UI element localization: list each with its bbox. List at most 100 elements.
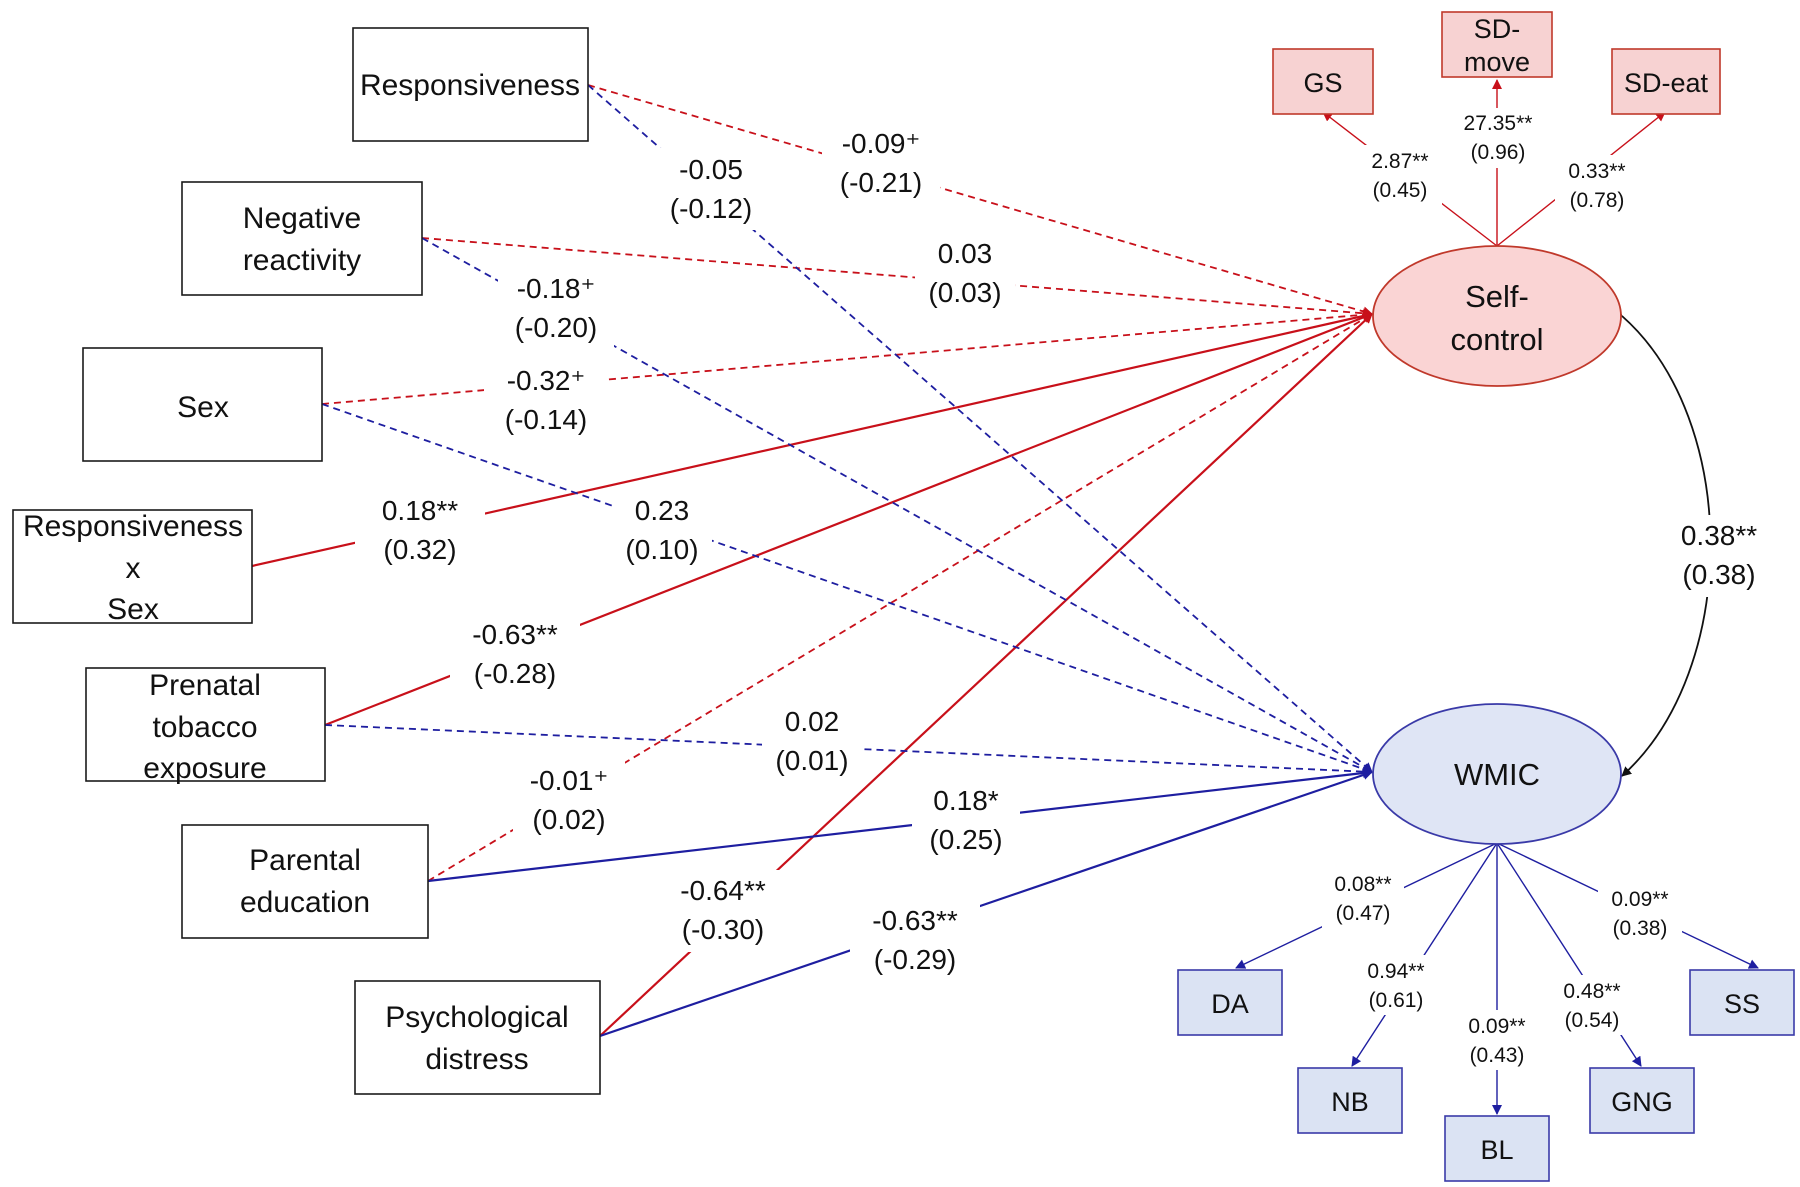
box-negative-reactivity: Negative reactivity — [181, 181, 423, 296]
label-tobacco-3: exposure — [143, 752, 266, 785]
loading-gng-std: (0.54) — [1565, 1009, 1620, 1032]
coef-negreact-to-selfcontrol: 0.03 (0.03) — [915, 233, 1015, 315]
label-wmic: WMIC — [1454, 757, 1540, 792]
coef-negreact-wmic-est: -0.18⁺ — [517, 273, 596, 304]
coef-tobacco-to-wmic: 0.02 (0.01) — [762, 701, 862, 783]
coef-distress-to-selfcontrol: -0.64** (-0.30) — [658, 870, 788, 952]
indicator-sd-move: SD- move — [1441, 11, 1553, 78]
coef-respxsex-sc-est: 0.18** — [382, 495, 458, 526]
coef-distress-sc-std: (-0.30) — [682, 914, 764, 945]
coef-sex-to-selfcontrol: -0.32⁺ (-0.14) — [484, 360, 608, 442]
coef-negreact-sc-est: 0.03 — [938, 238, 993, 269]
coef-tobacco-to-selfcontrol: -0.63** (-0.28) — [450, 614, 580, 696]
path-educ-to-wmic — [427, 768, 1373, 883]
loading-label-ss: 0.09** (0.38) — [1598, 883, 1682, 943]
coef-resp-wmic-std: (-0.12) — [670, 193, 752, 224]
coef-negreact-sc-std: (0.03) — [928, 277, 1001, 308]
loading-nb-est: 0.94** — [1367, 960, 1424, 983]
loading-ss-est: 0.09** — [1611, 888, 1668, 911]
loading-da-std: (0.47) — [1336, 902, 1391, 925]
box-responsiveness-x-sex: Responsiveness x Sex — [12, 509, 253, 626]
label-bl: BL — [1480, 1135, 1513, 1165]
coef-resp-to-selfcontrol: -0.09⁺ (-0.21) — [822, 123, 940, 205]
coef-tobacco-wmic-est: 0.02 — [785, 706, 840, 737]
coef-distress-wmic-est: -0.63** — [872, 905, 958, 936]
indicator-sd-eat: SD-eat — [1611, 48, 1721, 115]
box-prenatal-tobacco-exposure: Prenatal tobacco exposure — [85, 667, 326, 785]
path-distress-to-wmic — [599, 770, 1373, 1038]
coef-educ-sc-std: (0.02) — [532, 804, 605, 835]
loading-ss-std: (0.38) — [1613, 917, 1668, 940]
label-sd-move-2: move — [1464, 47, 1530, 77]
box-responsiveness: Responsiveness — [352, 27, 589, 142]
label-distress-2: distress — [425, 1043, 528, 1076]
coef-educ-to-selfcontrol: -0.01⁺ (0.02) — [513, 760, 625, 842]
loading-gs-est: 2.87** — [1371, 150, 1428, 173]
label-respxsex-3: Sex — [107, 593, 159, 626]
loading-label-nb: 0.94** (0.61) — [1355, 955, 1437, 1015]
indicator-nb: NB — [1297, 1067, 1403, 1134]
coef-tobacco-wmic-std: (0.01) — [775, 745, 848, 776]
loading-sdmove-est: 27.35** — [1464, 112, 1533, 135]
label-da: DA — [1211, 989, 1249, 1019]
path-resp-to-selfcontrol — [587, 84, 1373, 317]
label-gng: GNG — [1611, 1087, 1673, 1117]
coef-sex-wmic-est: 0.23 — [635, 495, 690, 526]
loading-sdeat-std: (0.78) — [1570, 189, 1625, 212]
path-tobacco-to-wmic — [324, 724, 1373, 777]
coef-distress-wmic-std: (-0.29) — [874, 944, 956, 975]
indicator-ss: SS — [1689, 969, 1795, 1036]
label-self-control-1: Self- — [1465, 279, 1529, 314]
coef-resp-to-wmic: -0.05 (-0.12) — [655, 148, 767, 230]
coef-resp-sc-std: (-0.21) — [840, 167, 922, 198]
loading-label-bl: 0.09** (0.43) — [1455, 1010, 1539, 1070]
coef-educ-to-wmic: 0.18* (0.25) — [912, 780, 1020, 862]
label-gs: GS — [1303, 68, 1342, 98]
label-tobacco-2: tobacco — [152, 711, 257, 744]
loading-gng-est: 0.48** — [1563, 980, 1620, 1003]
label-negative-reactivity-1: Negative — [243, 202, 361, 235]
coef-tobacco-sc-est: -0.63** — [472, 619, 558, 650]
loading-gs-std: (0.45) — [1373, 179, 1428, 202]
loading-label-gs: 2.87** (0.45) — [1358, 145, 1442, 205]
label-tobacco-1: Prenatal — [149, 669, 261, 702]
label-responsiveness: Responsiveness — [360, 69, 580, 102]
latent-self-control: Self- control — [1372, 245, 1622, 387]
box-psychological-distress: Psychological distress — [354, 980, 601, 1095]
loading-bl-est: 0.09** — [1468, 1015, 1525, 1038]
label-negative-reactivity-2: reactivity — [243, 244, 361, 277]
coef-resp-wmic-est: -0.05 — [679, 154, 743, 185]
coef-sex-sc-std: (-0.14) — [505, 404, 587, 435]
coef-sex-to-wmic: 0.23 (0.10) — [612, 490, 712, 572]
label-education-1: Parental — [249, 844, 361, 877]
coef-educ-wmic-est: 0.18* — [933, 785, 998, 816]
label-sex: Sex — [177, 391, 229, 424]
coef-respxsex-to-selfcontrol: 0.18** (0.32) — [355, 490, 485, 572]
coef-sex-wmic-std: (0.10) — [625, 534, 698, 565]
indicator-gs: GS — [1272, 48, 1374, 115]
label-nb: NB — [1331, 1087, 1369, 1117]
indicator-bl: BL — [1444, 1115, 1550, 1182]
label-respxsex-2: x — [126, 552, 141, 585]
coef-respxsex-sc-std: (0.32) — [383, 534, 456, 565]
loading-nb-std: (0.61) — [1369, 989, 1424, 1012]
latent-wmic: WMIC — [1372, 703, 1622, 845]
coef-resp-sc-est: -0.09⁺ — [842, 128, 921, 159]
path-negreact-to-selfcontrol — [421, 237, 1373, 319]
loading-sdmove-std: (0.96) — [1471, 141, 1526, 164]
box-sex: Sex — [82, 347, 323, 462]
coef-negreact-to-wmic: -0.18⁺ (-0.20) — [498, 268, 614, 350]
indicator-da: DA — [1177, 969, 1283, 1036]
coef-distress-to-wmic: -0.63** (-0.29) — [850, 900, 980, 982]
indicator-gng: GNG — [1589, 1067, 1695, 1134]
loading-bl-std: (0.43) — [1470, 1044, 1525, 1067]
coef-sex-sc-est: -0.32⁺ — [507, 365, 586, 396]
path-sex-to-selfcontrol — [321, 309, 1373, 405]
loading-label-sd-eat: 0.33** (0.78) — [1555, 155, 1639, 215]
coef-covariance: 0.38** (0.38) — [1660, 515, 1778, 597]
coef-distress-sc-est: -0.64** — [680, 875, 766, 906]
path-sex-to-wmic — [321, 403, 1373, 774]
label-self-control-2: control — [1450, 322, 1543, 357]
loading-label-sd-move: 27.35** (0.96) — [1452, 108, 1544, 168]
